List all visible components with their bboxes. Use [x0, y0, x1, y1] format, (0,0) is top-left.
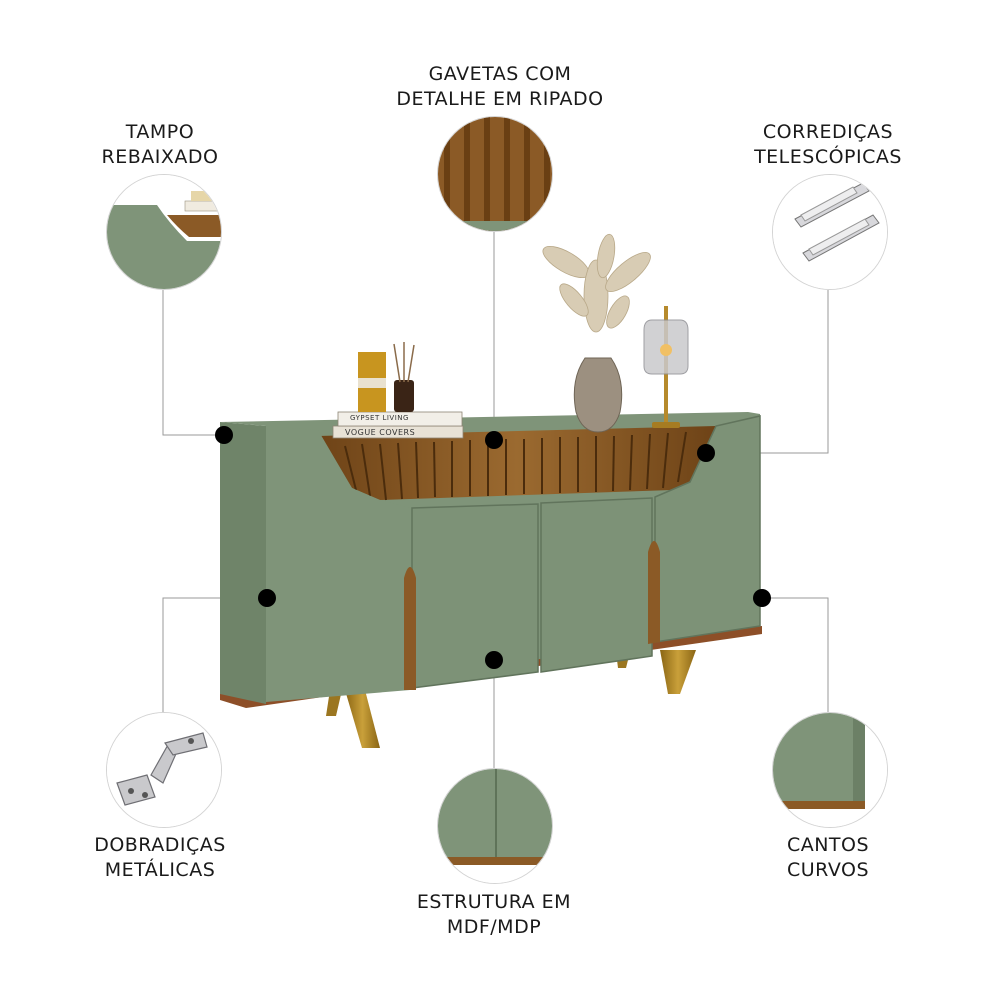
door-2 [540, 497, 653, 673]
dot-corredicas [697, 444, 715, 462]
label-cantos: CANTOS CURVOS [728, 833, 928, 883]
side-panel [220, 422, 266, 704]
label-cantos-line1: CANTOS [786, 834, 870, 856]
label-estrutura-line1: ESTRUTURA EM [416, 891, 572, 913]
dot-gavetas [485, 431, 503, 449]
line-tampo [162, 290, 224, 436]
handle-slot-left [404, 567, 416, 690]
label-tampo: TAMPO REBAIXADO [60, 120, 260, 170]
label-dobradicas-line2: METÁLICAS [104, 859, 216, 881]
label-gavetas: GAVETAS COM DETALHE EM RIPADO [380, 62, 620, 112]
label-dobradicas: DOBRADIÇAS METÁLICAS [60, 833, 260, 883]
dot-tampo [215, 426, 233, 444]
vase [573, 357, 623, 433]
door-1 [411, 503, 539, 689]
left-curve-panel [266, 426, 410, 702]
leg-front-right [660, 650, 696, 694]
label-gavetas-line2: DETALHE EM RIPADO [396, 88, 604, 110]
diffuser [394, 380, 414, 412]
slats [344, 431, 687, 501]
book-bottom-text: VOGUE COVERS [345, 428, 416, 437]
label-cantos-line2: CURVOS [786, 859, 869, 881]
line-cantos [762, 597, 829, 712]
dot-cantos [753, 589, 771, 607]
cantos-detail-circle [772, 712, 888, 828]
decor [332, 233, 689, 439]
label-tampo-line2: REBAIXADO [101, 146, 219, 168]
corredicas-detail-circle [772, 174, 888, 290]
label-dobradicas-line1: DOBRADIÇAS [94, 834, 226, 856]
indicator-dots [215, 426, 771, 669]
pampas-grass [542, 233, 651, 333]
label-tampo-line1: TAMPO [125, 121, 195, 143]
sideboard [220, 412, 762, 748]
handle-slot-right [648, 541, 660, 644]
book-top-text: GYPSET LIVING [350, 414, 409, 422]
label-estrutura: ESTRUTURA EM MDF/MDP [394, 890, 594, 940]
label-gavetas-line1: GAVETAS COM [428, 63, 572, 85]
dobradicas-detail-circle [106, 712, 222, 828]
tampo-detail-circle [106, 174, 222, 290]
label-corredicas-line1: CORREDIÇAS [762, 121, 894, 143]
gavetas-detail-circle [437, 116, 553, 232]
dot-estrutura [485, 651, 503, 669]
leg-front-left [345, 690, 380, 748]
label-corredicas: CORREDIÇAS TELESCÓPICAS [728, 120, 928, 170]
label-corredicas-line2: TELESCÓPICAS [754, 146, 902, 168]
label-estrutura-line2: MDF/MDP [446, 916, 542, 938]
dot-dobradicas [258, 589, 276, 607]
estrutura-detail-circle [437, 768, 553, 884]
